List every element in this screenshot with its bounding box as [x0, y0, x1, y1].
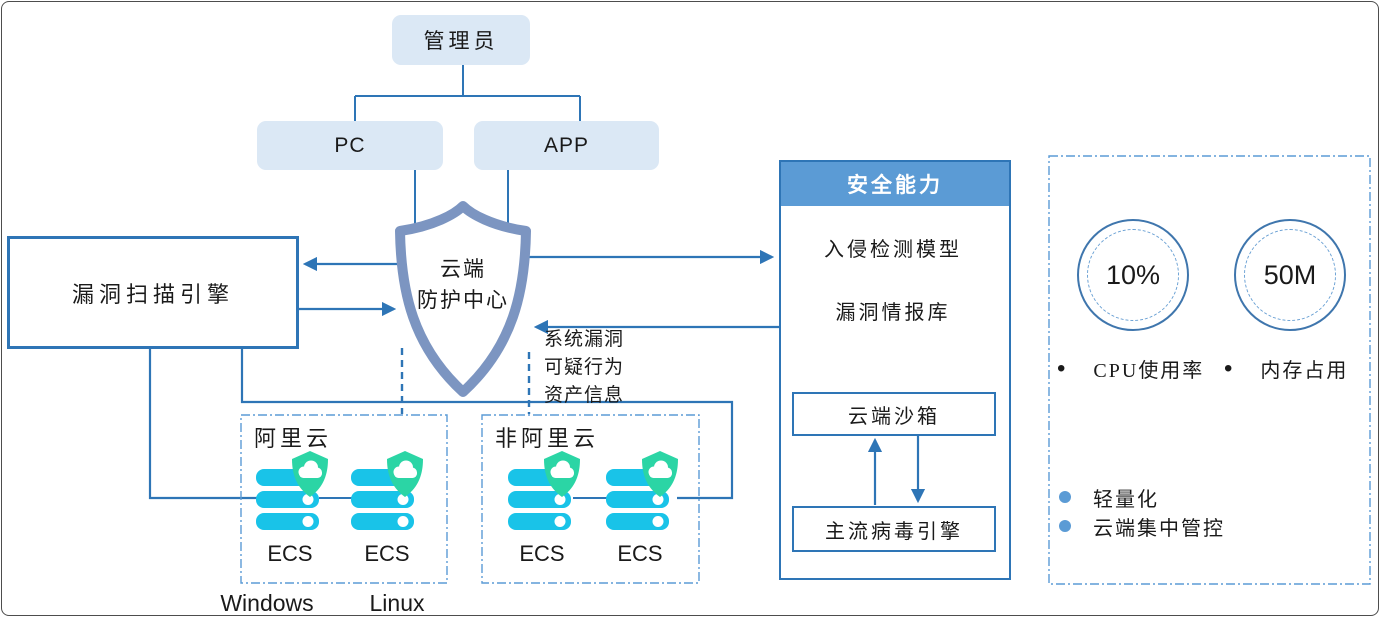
metrics-panel-border — [1048, 155, 1371, 585]
node-pc-label: PC — [334, 133, 366, 157]
cpu-gauge-value: 10% — [1087, 229, 1179, 321]
os-label-linux: Linux — [362, 590, 432, 616]
os-label-windows: Windows — [217, 590, 317, 616]
ecs-label: ECS — [507, 541, 577, 567]
ecs-label-text: ECS — [519, 541, 565, 566]
security-title: 安全能力 — [847, 173, 943, 197]
node-admin: 管理员 — [392, 15, 530, 65]
security-item-vulndb: 漏洞情报库 — [779, 296, 1007, 325]
cloud-sandbox-box: 云端沙箱 — [792, 392, 996, 436]
cpu-usage-text: CPU使用率 — [1093, 360, 1205, 382]
memory-usage-text: 内存占用 — [1260, 360, 1349, 382]
windows-text: Windows — [220, 590, 314, 616]
shield-label-line2: 防护中心 — [417, 288, 509, 312]
nonaliyun-group-label: 非阿里云 — [495, 421, 599, 453]
linux-text: Linux — [369, 590, 425, 616]
node-app: APP — [474, 121, 659, 170]
security-capability-panel: 安全能力 — [779, 160, 1011, 580]
cpu-gauge: 10% — [1077, 219, 1189, 331]
node-app-label: APP — [543, 133, 590, 157]
shield-label-line1: 云端 — [440, 257, 486, 281]
feature-central-control: 云端集中管控 — [1059, 514, 1225, 540]
intrusion-model-text: 入侵检测模型 — [824, 239, 962, 261]
ecs-label: ECS — [605, 541, 675, 567]
memory-gauge-value: 50M — [1244, 229, 1336, 321]
report-annotation: 系统漏洞 可疑行为 资产信息 — [544, 326, 624, 410]
ecs-server-icon — [606, 451, 678, 530]
security-panel-header: 安全能力 — [781, 162, 1009, 206]
node-admin-label: 管理员 — [423, 29, 499, 53]
memory-value-text: 50M — [1263, 259, 1317, 290]
ecs-label-text: ECS — [364, 541, 410, 566]
protection-shield-icon — [395, 201, 531, 397]
memory-usage-caption: • 内存占用 — [1224, 354, 1348, 383]
virus-engine-text: 主流病毒引擎 — [825, 520, 963, 543]
ecs-label: ECS — [352, 541, 422, 567]
cloud-protection-center-label: 云端 防护中心 — [398, 254, 528, 316]
vuln-intel-text: 漏洞情报库 — [835, 302, 951, 324]
node-pc: PC — [257, 121, 443, 170]
ecs-label: ECS — [255, 541, 325, 567]
cloud-sandbox-text: 云端沙箱 — [848, 405, 940, 428]
feature-lightweight: 轻量化 — [1059, 485, 1159, 511]
bullet-icon: • — [1057, 354, 1068, 382]
dashed-shield-to-clouds — [400, 348, 531, 414]
scanner-label: 漏洞扫描引擎 — [71, 281, 234, 307]
annotation-line3: 资产信息 — [544, 385, 625, 406]
cpu-usage-caption: • CPU使用率 — [1057, 354, 1204, 383]
ecs-server-icon — [508, 451, 580, 530]
virus-engine-box: 主流病毒引擎 — [792, 506, 996, 552]
bullet-icon: • — [1224, 354, 1235, 382]
aliyun-label-text: 阿里云 — [254, 426, 333, 451]
annotation-line1: 系统漏洞 — [544, 329, 625, 350]
line-scanner-to-nonaliyun — [240, 347, 734, 500]
aliyun-group-border — [240, 414, 448, 584]
annotation-line2: 可疑行为 — [544, 357, 625, 378]
line-scanner-to-aliyun — [148, 347, 258, 500]
lightweight-text: 轻量化 — [1093, 488, 1159, 511]
cpu-value-text: 10% — [1105, 259, 1161, 290]
security-item-intrusion: 入侵检测模型 — [779, 233, 1007, 262]
ecs-label-text: ECS — [267, 541, 313, 566]
dot-icon — [1059, 491, 1071, 503]
node-vulnerability-scanner: 漏洞扫描引擎 — [7, 236, 299, 349]
memory-gauge: 50M — [1234, 219, 1346, 331]
ecs-label-text: ECS — [617, 541, 663, 566]
nonaliyun-label-text: 非阿里云 — [495, 426, 600, 451]
dot-icon — [1059, 520, 1071, 532]
ecs-server-icon — [256, 451, 328, 530]
ecs-server-icon — [351, 451, 423, 530]
central-control-text: 云端集中管控 — [1093, 517, 1225, 540]
aliyun-group-label: 阿里云 — [254, 421, 332, 453]
nonaliyun-group-border — [481, 414, 700, 584]
